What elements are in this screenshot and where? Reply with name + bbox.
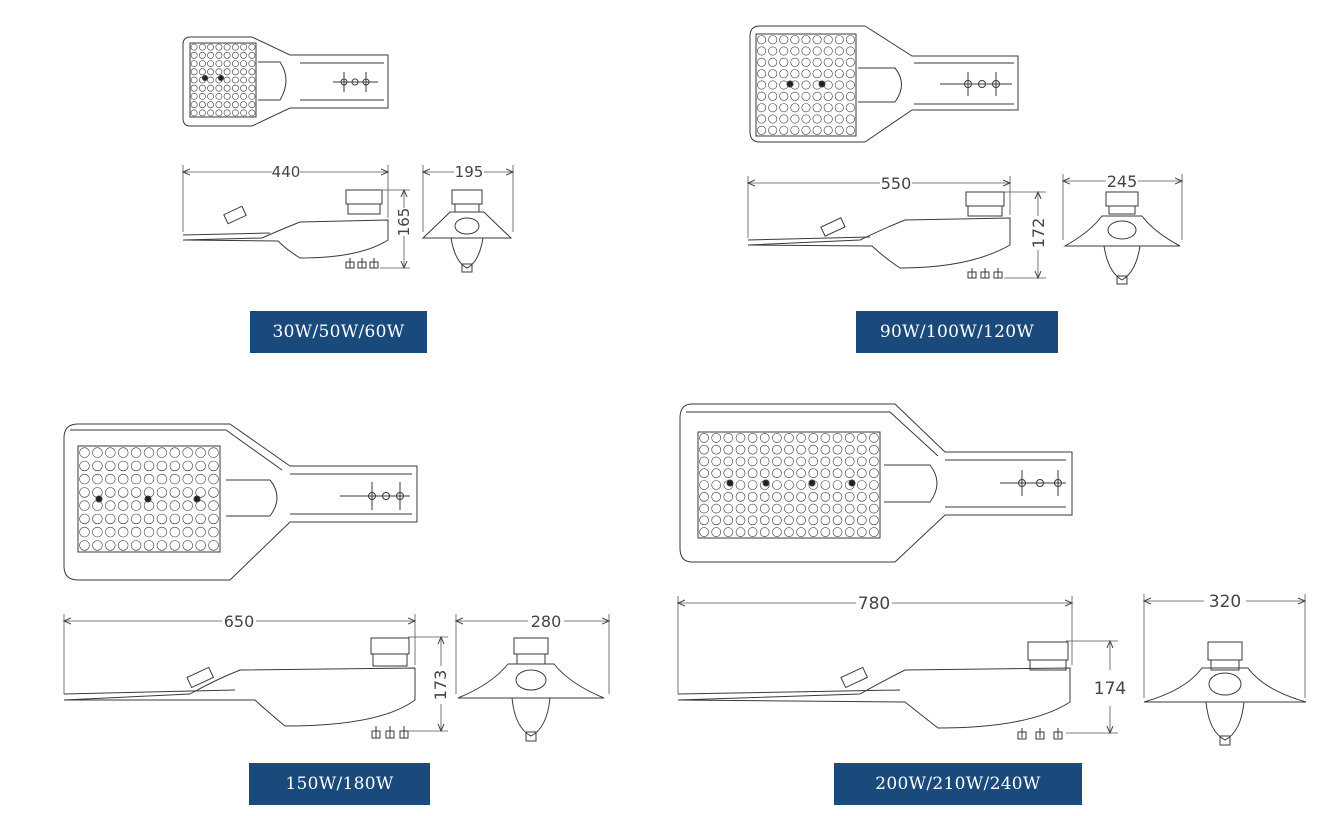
model-1-length-label: 440 bbox=[272, 163, 301, 181]
model-4-side-view bbox=[677, 641, 1071, 740]
model-4-top-view bbox=[679, 403, 1073, 563]
model-2-top-view bbox=[749, 25, 1019, 143]
model-2-height-label: 172 bbox=[1029, 218, 1048, 249]
model-4-length-label: 780 bbox=[858, 594, 890, 614]
model-1-wattage-label: 30W/50W/60W bbox=[250, 311, 427, 353]
model-2-side-view bbox=[747, 191, 1011, 279]
model-1-top-view bbox=[182, 36, 389, 127]
dimension-lines bbox=[64, 165, 1305, 733]
model-2-end-view bbox=[1063, 191, 1181, 285]
dimension-labels: 440 165 195 550 172 245 650 173 280 780 … bbox=[224, 163, 1242, 700]
model-4-wattage-label: 200W/210W/240W bbox=[834, 763, 1082, 805]
model-4-height-label: 174 bbox=[1094, 679, 1126, 699]
model-3-top-view bbox=[63, 423, 418, 581]
model-4-width-label: 320 bbox=[1209, 592, 1241, 612]
model-4-end-view bbox=[1143, 641, 1307, 746]
model-3-height-label: 173 bbox=[431, 670, 450, 701]
model-3-end-view bbox=[457, 637, 605, 742]
model-2-length-label: 550 bbox=[881, 174, 912, 193]
model-1-height-label: 165 bbox=[395, 208, 413, 237]
model-3-width-label: 280 bbox=[531, 612, 562, 631]
model-1-end-view bbox=[421, 189, 513, 273]
model-3-wattage-label: 150W/180W bbox=[249, 763, 430, 805]
model-2-wattage-label: 90W/100W/120W bbox=[856, 311, 1058, 353]
model-1-side-view bbox=[182, 189, 389, 269]
model-3-length-label: 650 bbox=[224, 612, 255, 631]
model-2-width-label: 245 bbox=[1107, 172, 1138, 191]
model-1-width-label: 195 bbox=[455, 163, 484, 181]
model-3-side-view bbox=[63, 637, 416, 739]
